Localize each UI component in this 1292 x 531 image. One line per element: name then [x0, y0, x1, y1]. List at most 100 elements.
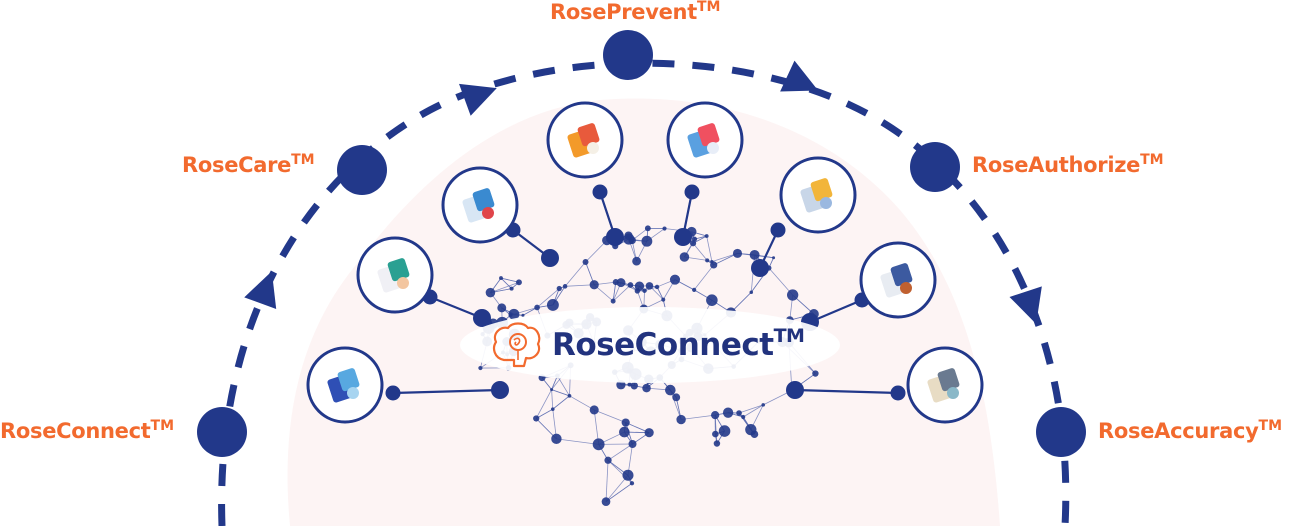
hub-title: RoseConnectTM: [552, 327, 804, 363]
cycle-node-roseaccuracy: [1036, 407, 1086, 457]
trademark: TM: [774, 325, 805, 347]
network-node: [705, 234, 709, 238]
network-node: [604, 457, 611, 464]
spoke-end-node: [386, 386, 401, 401]
flow-arrow-icon: [244, 265, 288, 309]
spoke-brain-node: [674, 228, 692, 246]
flow-arrow-icon: [1010, 286, 1053, 329]
network-node: [590, 280, 599, 289]
network-node: [557, 286, 562, 291]
stage-name: RosePrevent: [550, 0, 697, 24]
cycle-node-roseprevent: [603, 30, 653, 80]
network-node: [622, 470, 633, 481]
brain-rose-icon: [490, 320, 542, 370]
network-node: [628, 440, 636, 448]
stage-label-roseauthorize: RoseAuthorizeTM: [972, 153, 1164, 177]
cycle-node-rosecare: [337, 145, 387, 195]
network-node: [750, 290, 754, 294]
network-node: [711, 411, 719, 419]
network-node: [680, 252, 689, 261]
network-node: [642, 288, 647, 293]
spoke-brain-node: [491, 381, 509, 399]
network-node: [772, 256, 775, 259]
network-node: [602, 497, 611, 506]
stage-label-roseconnect: RoseConnectTM: [0, 419, 174, 443]
network-node: [563, 284, 568, 289]
network-node: [622, 418, 630, 426]
network-node: [655, 285, 659, 289]
spoke-end-node: [891, 386, 906, 401]
network-node: [719, 425, 731, 437]
network-node: [714, 440, 720, 446]
cycle-node-roseconnect: [197, 407, 247, 457]
spoke-brain-node: [473, 309, 491, 327]
spoke-brain-node: [786, 381, 804, 399]
network-node: [632, 257, 641, 266]
spoke-end-node: [593, 185, 608, 200]
network-node: [547, 299, 559, 311]
network-node: [635, 288, 640, 293]
network-node: [712, 431, 719, 438]
network-node: [583, 259, 589, 265]
lab-test-clipboard-icon: [443, 168, 517, 242]
network-node: [478, 366, 482, 370]
network-node: [745, 424, 756, 435]
network-node: [676, 415, 685, 424]
trademark: TM: [1140, 152, 1163, 168]
data-server-icon: [781, 158, 855, 232]
network-node: [627, 383, 631, 387]
trademark: TM: [697, 0, 720, 15]
network-node: [642, 384, 650, 392]
network-node: [630, 481, 634, 485]
network-node: [534, 305, 540, 311]
network-node: [617, 278, 626, 287]
network-node: [486, 288, 496, 298]
network-node: [551, 434, 561, 444]
spoke-brain-node: [541, 249, 559, 267]
flow-arrow-icon: [459, 72, 503, 116]
network-node: [692, 288, 696, 292]
first-aid-kit-icon: [861, 243, 935, 317]
network-node: [590, 405, 599, 414]
network-node: [761, 403, 765, 407]
physician-telehealth-icon: [668, 103, 742, 177]
network-node: [619, 427, 630, 438]
network-node: [499, 276, 503, 280]
stage-name: RoseAuthorize: [972, 153, 1140, 177]
network-node: [641, 236, 652, 247]
network-node: [623, 233, 634, 244]
trademark: TM: [1259, 418, 1282, 434]
hospital-building-icon: [908, 348, 982, 422]
network-node: [631, 382, 638, 389]
spoke-brain-node: [751, 259, 769, 277]
network-node: [645, 428, 654, 437]
network-node: [662, 226, 666, 230]
network-node: [646, 282, 653, 289]
network-node: [723, 408, 733, 418]
card-payment-terminal-icon: [308, 348, 382, 422]
network-node: [510, 287, 514, 291]
network-node: [550, 388, 553, 391]
medication-pills-icon: [548, 103, 622, 177]
trademark: TM: [151, 418, 174, 434]
stage-name: RoseCare: [182, 153, 291, 177]
network-node: [736, 410, 742, 416]
stage-name: RoseConnect: [0, 419, 151, 443]
network-node: [611, 299, 616, 304]
network-node: [665, 385, 676, 396]
stage-name: RoseAccuracy: [1098, 419, 1259, 443]
network-node: [516, 279, 522, 285]
spoke-end-node: [771, 223, 786, 238]
network-node: [705, 258, 709, 262]
network-node: [733, 249, 742, 258]
stage-label-rosecare: RoseCareTM: [182, 153, 315, 177]
cycle-node-roseauthorize: [910, 142, 960, 192]
network-node: [741, 415, 745, 419]
spoke-brain-node: [606, 228, 624, 246]
hub-label: RoseConnect: [552, 327, 774, 363]
network-node: [706, 294, 718, 306]
spoke-end-node: [685, 185, 700, 200]
network-node: [551, 407, 555, 411]
network-node: [568, 394, 572, 398]
